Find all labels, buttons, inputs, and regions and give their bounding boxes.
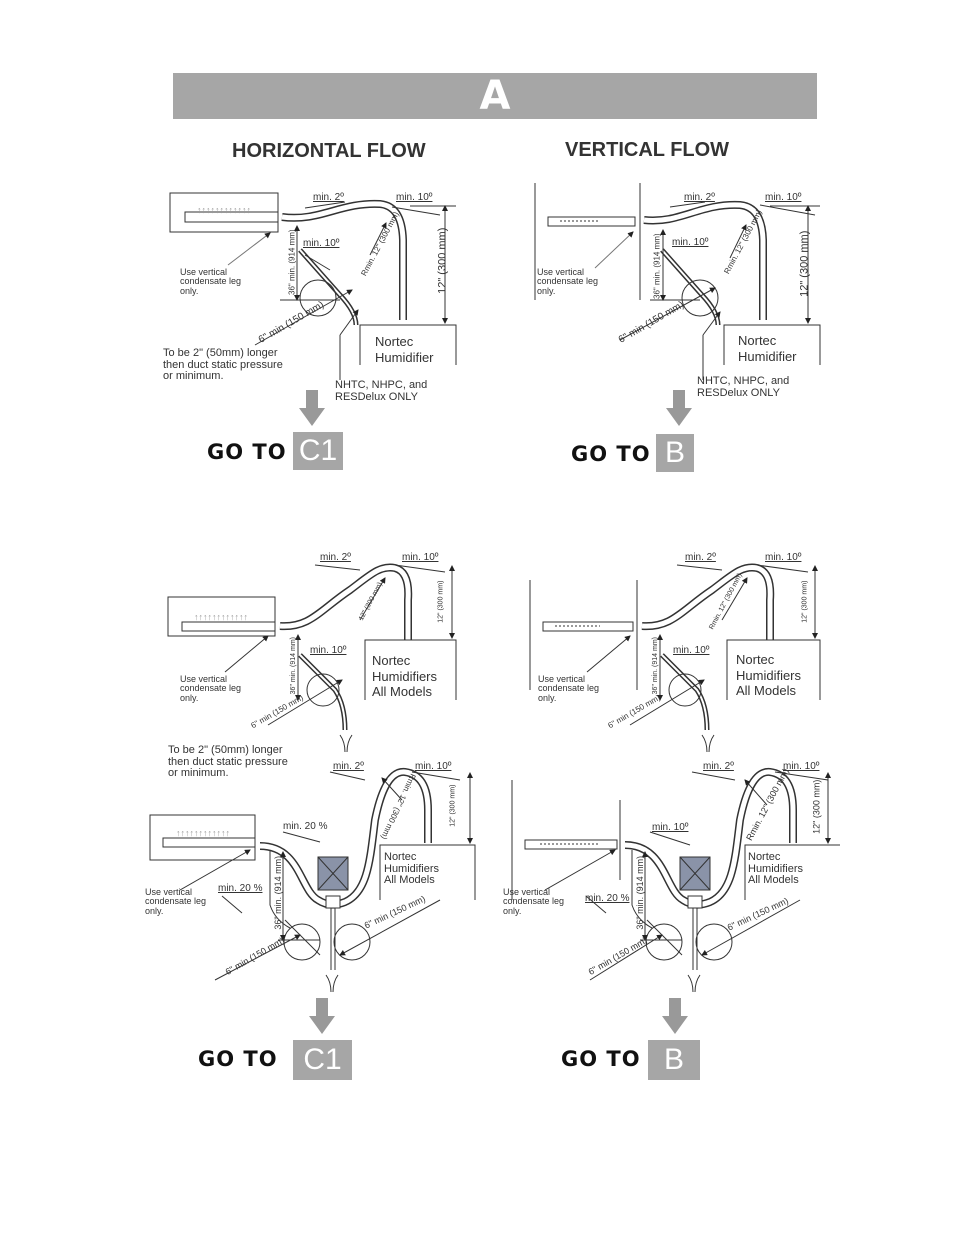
label-leg-note: Use vertical condensate leg only. [538,674,600,703]
drain-funnel [339,734,353,753]
goto-label: GO TO [571,442,651,466]
label-min-10-top: min. 10º [396,192,433,203]
diagram-horizontal-flow-upper [167,563,457,753]
label-36-min: 36" min. (914 mm) [273,855,284,930]
down-arrow-icon [666,390,692,426]
label-36-min: 36" min. (914 mm) [652,233,662,299]
duct [167,596,276,637]
diagram-horizontal-flow-lower [149,768,476,993]
label-height-12: 12" (300 mm) [437,580,445,623]
goto-b-button[interactable]: B [656,434,694,472]
goto-label: GO TO [561,1047,641,1071]
label-height-12: 12" (300 mm) [436,227,449,294]
humidifier-box [359,324,457,365]
label-height-12: 12" (300 mm) [449,784,457,827]
label-min-10-top: min. 10º [783,761,820,772]
label-36-min: 36" min. (914 mm) [635,855,646,930]
label-humidifier: Nortec Humidifiers All Models [748,851,804,887]
goto-b-button[interactable]: B [648,1040,700,1080]
label-height-12: 12" (300 mm) [798,230,811,297]
label-leg-note: Use vertical condensate leg only. [180,674,242,703]
label-min-10-leg: min. 10º [673,645,710,656]
vertical-flow-title: VERTICAL FLOW [565,139,730,161]
down-arrow-icon [662,998,688,1034]
label-slope-leg: min. 20 % [585,893,630,904]
diagram-vertical-flow-upper [529,563,821,753]
label-slope-top: min. 20 % [283,821,328,832]
condensate-leg [298,248,359,326]
label-leg-note: Use vertical condensate leg only. [180,267,242,296]
label-min-10-leg: min. 10º [672,237,709,248]
svg-text:↑↑↑↑↑↑↑↑↑↑↑↑: ↑↑↑↑↑↑↑↑↑↑↑↑ [176,828,230,838]
label-models: NHTC, NHPC, and RESDelux ONLY [335,379,428,403]
label-humidifier: Nortec Humidifier [738,333,797,364]
label-longer: To be 2" (50mm) longer then duct static … [163,347,283,383]
label-36-min: 36" min. (914 mm) [652,637,659,695]
label-36-min: 36" min. (914 mm) [287,229,297,295]
section-letter: A [479,73,511,119]
goto-c1-button[interactable]: C1 [293,432,343,470]
dispersion-tube [547,216,636,227]
label-min-2: min. 2º [684,192,715,203]
horizontal-flow-title: HORIZONTAL FLOW [232,140,426,162]
label-humidifier: Nortec Humidifiers All Models [736,652,802,699]
diagram-horizontal-flow-top [169,192,457,380]
label-leg-note: Use vertical condensate leg only. [503,887,565,916]
goto-label: GO TO [198,1047,278,1071]
label-min-2: min. 2º [703,761,734,772]
svg-text:↑↑↑↑↑↑↑↑↑↑↑↑: ↑↑↑↑↑↑↑↑↑↑↑↑ [197,205,251,215]
label-min-10-top: min. 10º [765,552,802,563]
label-height-12: 12" (300 mm) [801,580,809,623]
label-min-2: min. 2º [685,552,716,563]
label-min-10-leg: min. 10º [303,238,340,249]
label-humidifier: Nortec Humidifiers All Models [384,851,440,887]
label-min-10-top: min. 10º [765,192,802,203]
label-leg-note: Use vertical condensate leg only. [145,887,207,916]
label-min-10-top: min. 10º [402,552,439,563]
label-longer: To be 2" (50mm) longer then duct static … [168,744,288,780]
label-leg-note: Use vertical condensate leg only. [537,267,599,296]
label-slope-top: min. 10º [652,822,689,833]
dispersion-tube [184,211,279,223]
label-36-min: 36" min. (914 mm) [290,637,297,695]
label-humidifier: Nortec Humidifiers All Models [372,653,438,700]
diagram-vertical-flow-top [534,183,821,380]
label-min-2: min. 2º [320,552,351,563]
label-min-2: min. 2º [313,192,344,203]
down-arrow-icon [299,390,325,426]
diagram-vertical-flow-lower [511,768,840,993]
label-height-12: 12" (300 mm) [811,779,822,834]
label-min-10-leg: min. 10º [310,645,347,656]
label-slope-leg: min. 20 % [218,883,263,894]
label-min-2: min. 2º [333,761,364,772]
pipe [281,199,407,320]
svg-text:↑↑↑↑↑↑↑↑↑↑↑↑: ↑↑↑↑↑↑↑↑↑↑↑↑ [194,612,248,622]
label-models: NHTC, NHPC, and RESDelux ONLY [697,375,790,399]
label-humidifier: Nortec Humidifier [375,334,434,365]
down-arrow-icon [309,998,335,1034]
section-header: A [173,73,817,119]
goto-label: GO TO [207,440,287,464]
goto-c1-button[interactable]: C1 [293,1040,352,1080]
label-min-10-top: min. 10º [415,761,452,772]
